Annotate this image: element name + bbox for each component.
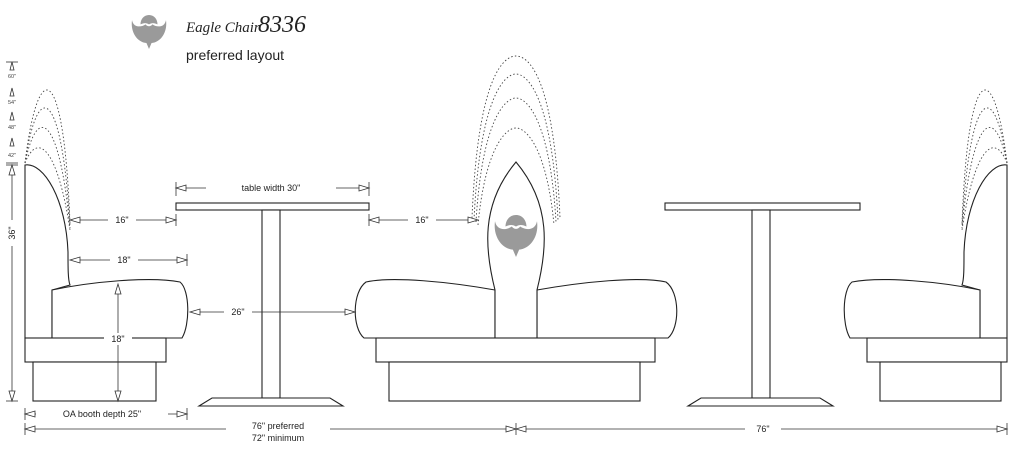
seat-height-label: 18" <box>111 334 124 344</box>
booth-left <box>24 89 189 402</box>
booth-height-label: 36" <box>7 226 17 239</box>
eagle-icon <box>131 15 167 49</box>
table-left-top <box>175 202 370 211</box>
table-right-column <box>751 209 771 399</box>
model-number: 8336 <box>258 12 306 38</box>
back-clearance-left-label: 16" <box>115 215 128 225</box>
back-height-54: 54" <box>8 100 16 106</box>
booth-right-base <box>879 361 1002 402</box>
spacing-right-label: 76" <box>756 424 769 434</box>
booth-left-plinth <box>24 337 167 363</box>
booth-center-plinth <box>375 337 656 363</box>
table-right-base <box>686 397 835 407</box>
table-height-label: 26" <box>231 307 244 317</box>
back-height-options: 60" 54" 48" 42" <box>6 61 18 164</box>
seat-depth-label: 18" <box>117 255 130 265</box>
page-subtitle: preferred layout <box>186 47 284 63</box>
booth-right-back <box>961 164 1008 339</box>
table-left <box>175 202 370 407</box>
back-height-60: 60" <box>8 74 16 80</box>
booth-left-base <box>32 361 157 402</box>
booth-left-back-options <box>24 89 71 231</box>
booth-center-back-options <box>471 55 561 226</box>
table-left-column <box>261 209 281 399</box>
oa-booth-depth-label: OA booth depth 25" <box>63 409 141 419</box>
booth-right <box>843 89 1008 402</box>
booth-left-back <box>24 164 71 339</box>
back-height-42: 42" <box>8 153 16 159</box>
booth-right-plinth <box>866 337 1008 363</box>
table-right-top <box>664 202 861 211</box>
table-left-base <box>197 397 345 407</box>
booth-center-base <box>388 361 641 402</box>
back-clearance-center-label: 16" <box>415 215 428 225</box>
spacing-minimum-label: 72" minimum <box>252 433 304 443</box>
header: Eagle Chair 8336 preferred layout <box>131 12 306 63</box>
brand-name: Eagle Chair <box>185 20 260 36</box>
booth-center <box>354 55 678 402</box>
booth-center-seat-left <box>354 279 496 339</box>
booth-left-seat <box>51 279 189 339</box>
table-width-label: table width 30" <box>242 183 301 193</box>
booth-right-back-options <box>961 89 1008 231</box>
booth-center-seat-right <box>536 279 678 339</box>
back-height-48: 48" <box>8 125 16 131</box>
spacing-preferred-label: 76" preferred <box>252 421 304 431</box>
table-right <box>664 202 861 407</box>
dimension-lines: table width 30" 16" 18" 18" 26" 16" <box>5 61 1009 446</box>
booth-right-seat <box>843 279 981 339</box>
